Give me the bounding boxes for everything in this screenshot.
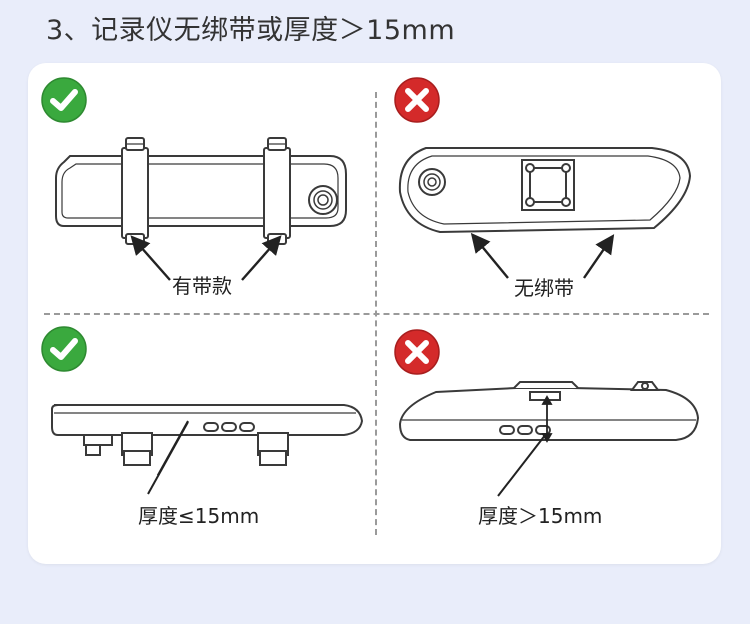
panel-caption-strapped: 有带款 xyxy=(172,274,232,298)
thin-mirror-side-illustration xyxy=(51,404,364,475)
panel-caption-thick: 厚度＞15mm xyxy=(478,504,603,528)
thickness-arrow-thin xyxy=(147,421,189,495)
cross-icon xyxy=(394,329,440,375)
thick-mirror-side-illustration xyxy=(398,381,700,443)
strapped-mirror-illustration xyxy=(55,137,347,281)
panel-caption-strapless: 无绑带 xyxy=(514,276,574,300)
strapless-mirror-illustration xyxy=(398,147,692,279)
panel-caption-thin: 厚度≤15mm xyxy=(138,504,260,528)
page-title: 3、记录仪无绑带或厚度＞15mm xyxy=(46,15,456,46)
check-icon xyxy=(41,77,87,123)
horizontal-divider xyxy=(44,313,709,315)
check-icon xyxy=(41,326,87,372)
thickness-arrow-thick xyxy=(497,433,547,497)
cross-icon xyxy=(394,77,440,123)
